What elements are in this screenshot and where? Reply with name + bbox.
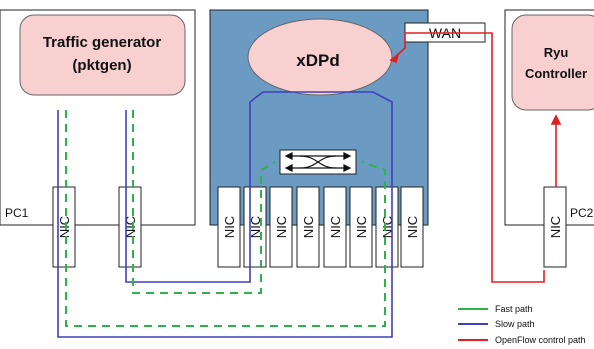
nic-switch-8: NIC — [400, 186, 424, 268]
fast-path-lines — [65, 110, 386, 327]
svg-text:NIC: NIC — [248, 216, 263, 238]
pc2-label: PC2 — [570, 206, 594, 220]
nic-switch-6: NIC — [349, 186, 373, 268]
nic-pc1-a: NIC — [52, 186, 76, 268]
nic-switch-2: NIC — [243, 186, 267, 268]
nic-switch-5: NIC — [323, 186, 347, 268]
switch-fabric-arrows — [284, 152, 352, 172]
legend-openflow-label: OpenFlow control path — [495, 335, 586, 345]
traffic-generator-title: Traffic generator — [43, 34, 162, 51]
ryu-controller-bubble — [511, 14, 594, 111]
legend-slow-label: Slow path — [495, 319, 535, 329]
nic-switch-3: NIC — [269, 186, 293, 268]
ryu-title: Ryu — [544, 45, 569, 60]
legend-fast-label: Fast path — [495, 304, 533, 314]
svg-text:NIC: NIC — [57, 216, 72, 238]
xdpd-label: xDPd — [296, 51, 339, 70]
traffic-generator-bubble — [19, 14, 186, 96]
svg-text:NIC: NIC — [354, 216, 369, 238]
svg-text:NIC: NIC — [222, 216, 237, 238]
nic-switch-4: NIC — [296, 186, 320, 268]
svg-text:NIC: NIC — [274, 216, 289, 238]
slow-path-lines — [57, 91, 393, 338]
xdpd-bubble — [247, 18, 393, 96]
nic-pc1-b: NIC — [118, 186, 142, 268]
traffic-generator-subtitle: (pktgen) — [72, 57, 131, 74]
svg-text:NIC: NIC — [548, 216, 563, 238]
svg-text:NIC: NIC — [301, 216, 316, 238]
ryu-subtitle: Controller — [525, 66, 587, 81]
nic-pc2: NIC — [543, 186, 567, 268]
nic-switch-7: NIC — [375, 186, 399, 268]
nic-switch-1: NIC — [217, 186, 241, 268]
legend: Fast path Slow path OpenFlow control pat… — [458, 304, 586, 345]
svg-text:NIC: NIC — [328, 216, 343, 238]
pc1-label: PC1 — [5, 206, 29, 220]
openflow-control-path — [389, 32, 562, 283]
svg-text:NIC: NIC — [405, 216, 420, 238]
